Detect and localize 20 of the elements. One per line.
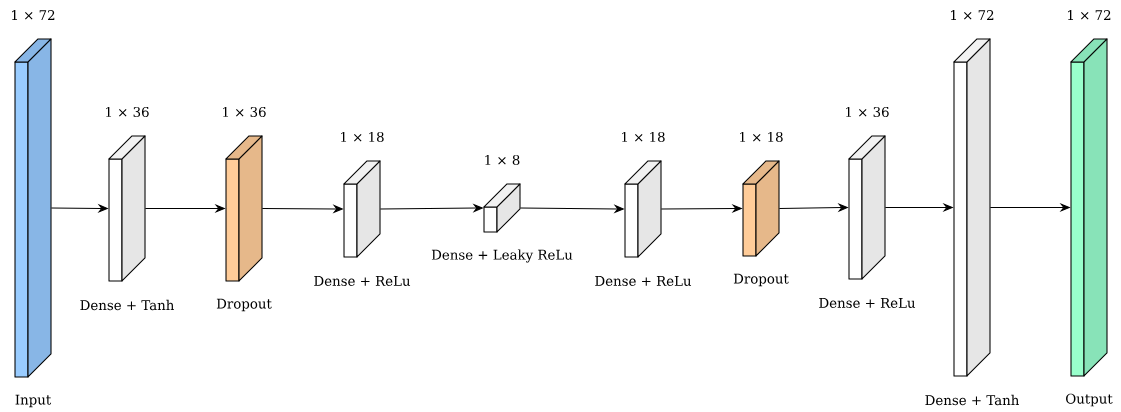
size-label: 1 × 72 (1068, 10, 1111, 20)
size-label: 1 × 36 (846, 106, 889, 118)
layer-label: Dense + ReLu (595, 276, 692, 286)
layer-label: Dense + Leaky ReLu (431, 249, 573, 263)
size-label: 1 × 18 (341, 131, 384, 143)
size-label: 1 × 8 (485, 154, 520, 166)
layer-label: Dense + Tanh (80, 299, 174, 311)
layer-label: Dense + ReLu (314, 276, 411, 286)
size-label: 1 × 18 (622, 131, 665, 143)
size-label: 1 × 36 (106, 106, 149, 118)
layer-label: Dense + Tanh (925, 394, 1019, 406)
size-label: 1 × 72 (951, 10, 994, 20)
layer-label: Dense + ReLu (819, 298, 916, 308)
layer-label: Dropout (733, 273, 789, 287)
size-label: 1 × 36 (223, 106, 266, 118)
layer-label: Dropout (216, 298, 272, 312)
size-label: 1 × 18 (740, 131, 783, 143)
layer-label: Input (15, 394, 52, 408)
size-label: 1 × 72 (12, 10, 55, 20)
layer-label: Output (1066, 393, 1113, 407)
